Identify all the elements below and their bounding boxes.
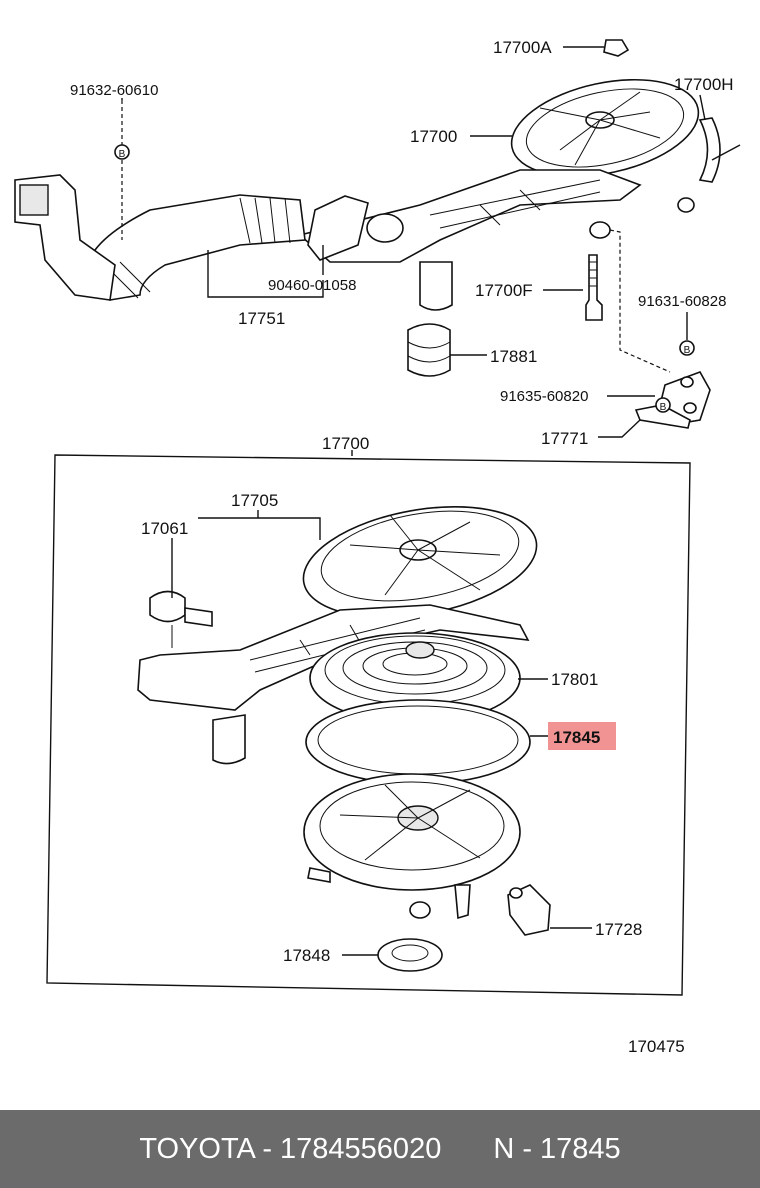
label-91635-60820: 91635-60820 [500, 388, 588, 405]
label-17845: 17845 [553, 728, 600, 747]
bolt-callout-3: B [655, 397, 671, 413]
label-90460-01058: 90460-01058 [268, 277, 356, 294]
svg-text:B: B [660, 402, 667, 413]
label-17801: 17801 [551, 670, 598, 689]
label-91632-60610: 91632-60610 [70, 82, 158, 99]
label-91631-60828: 91631-60828 [638, 293, 726, 310]
bolt-callout-1: B [114, 144, 130, 160]
bolt-callout-2: B [679, 340, 695, 356]
label-17848: 17848 [283, 946, 330, 965]
air-cleaner-top-illustration [14, 39, 741, 429]
footer-part-number: TOYOTA - 1784556020 [139, 1132, 442, 1165]
label-17881: 17881 [490, 347, 537, 366]
parts-diagram: B B B [14, 38, 741, 1056]
label-17700-box: 17700 [322, 434, 369, 453]
svg-text:B: B [119, 149, 126, 160]
label-17061: 17061 [141, 519, 188, 538]
label-17728: 17728 [595, 920, 642, 939]
svg-text:B: B [684, 345, 691, 356]
diagram-reference-number: 170475 [628, 1037, 685, 1056]
label-17700-top: 17700 [410, 127, 457, 146]
label-17771: 17771 [541, 429, 588, 448]
footer-ref-code: N - 17845 [493, 1132, 621, 1165]
air-cleaner-exploded-illustration [137, 506, 551, 972]
label-17700F: 17700F [475, 281, 533, 300]
label-17700A: 17700A [493, 38, 552, 57]
footer-bar: TOYOTA - 1784556020 N - 17845 [0, 1110, 760, 1188]
highlight-box [548, 722, 616, 750]
label-17751: 17751 [238, 309, 285, 328]
label-17700H: 17700H [674, 75, 734, 94]
label-17705: 17705 [231, 491, 278, 510]
